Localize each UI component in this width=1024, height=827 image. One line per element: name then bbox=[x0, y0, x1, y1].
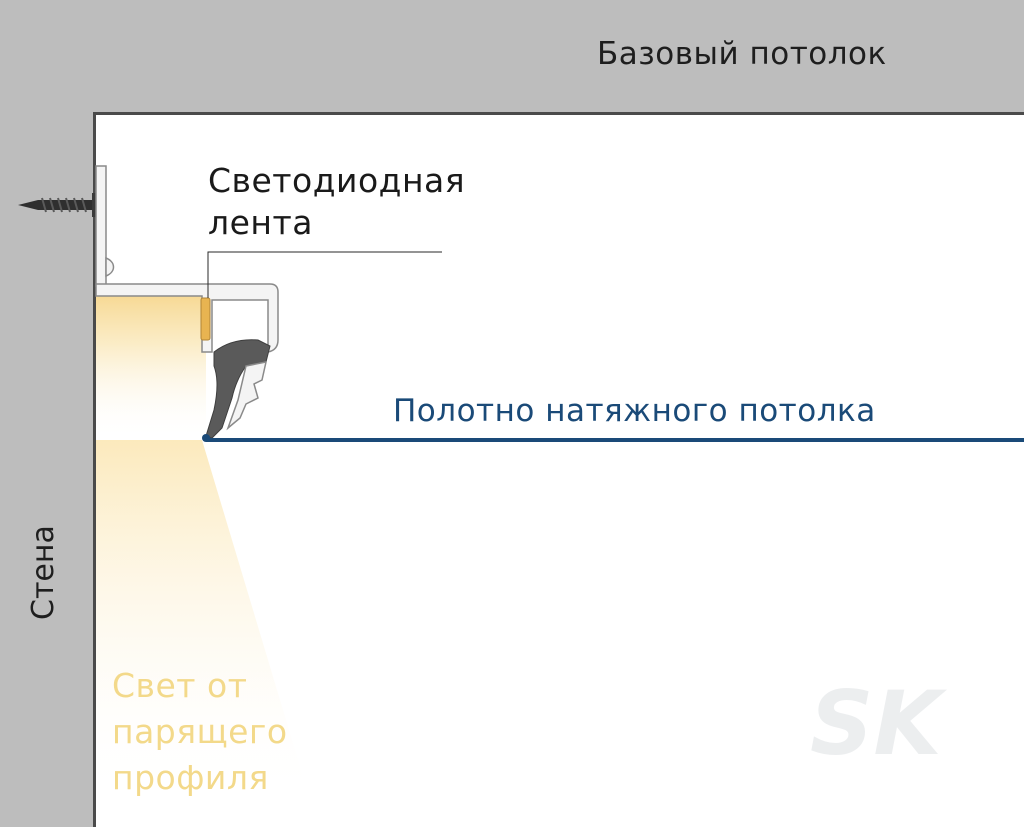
led-leader-line bbox=[207, 251, 442, 298]
light-glow-upper bbox=[96, 292, 206, 440]
led-strip bbox=[200, 297, 211, 341]
led-strip-label-line-1: Светодиодная bbox=[208, 161, 466, 200]
wall-area bbox=[0, 0, 93, 827]
harpoon-clip bbox=[226, 361, 267, 431]
light-label-line-3: профиля bbox=[112, 758, 269, 797]
screw-icon bbox=[18, 193, 98, 217]
canvas-edge bbox=[202, 434, 210, 442]
light-label: Свет от парящего профиля bbox=[112, 663, 288, 801]
led-strip-label: Светодиодная лента bbox=[208, 160, 465, 244]
light-label-line-1: Свет от bbox=[112, 666, 248, 705]
watermark-logo: SK bbox=[800, 672, 1000, 802]
light-label-line-2: парящего bbox=[112, 712, 288, 751]
wall-label: Стена bbox=[26, 525, 61, 620]
aluminium-profile bbox=[95, 165, 279, 353]
light-glow-beam bbox=[96, 440, 310, 800]
base-ceiling-label: Базовый потолок bbox=[597, 36, 887, 72]
led-strip-label-line-2: лента bbox=[208, 203, 313, 242]
canvas-label: Полотно натяжного потолка bbox=[393, 393, 876, 429]
base-ceiling-area bbox=[0, 0, 1024, 112]
logo-mark: SK bbox=[810, 672, 942, 775]
harpoon-insert bbox=[205, 339, 271, 439]
